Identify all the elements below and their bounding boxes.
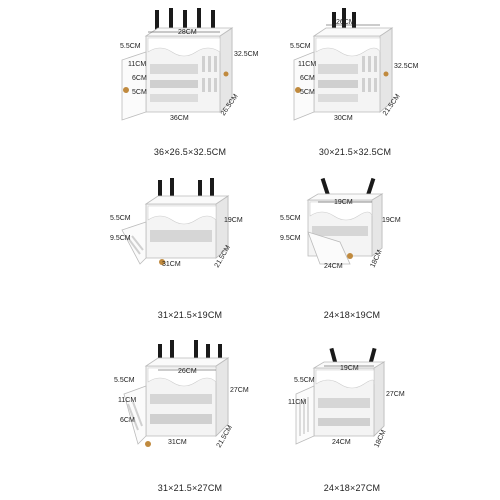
product-2-width-label: 26CM [336,19,355,26]
product-4-caption: 24×18×19CM [323,310,381,320]
product-4-image: 19CM 19CM 18CM 24CM 5.5CM 9.5CM [280,172,430,272]
product-4-compartment-2: 9.5CM [280,235,301,242]
product-6-caption: 24×18×27CM [323,483,381,493]
product-3-base-label: 31CM [162,261,181,268]
product-6-image: 19CM 27CM 18CM 24CM 5.5CM 11CM [280,340,430,450]
product-1-height-label: 32.5CM [234,51,259,58]
product-4-base-label: 24CM [324,263,343,270]
product-2-base-label: 30CM [334,115,353,122]
product-1-base-label: 36CM [170,115,189,122]
product-2-caption: 30×21.5×32.5CM [318,147,392,157]
product-3-compartment-2: 9.5CM [110,235,131,242]
product-5-image: 26CM 27CM 21.5CM 31CM 5.5CM 11CM 6CM [108,340,258,450]
product-4-height-label: 19CM [382,217,401,224]
product-1-width-label: 28CM [178,29,197,36]
product-6-base-label: 24CM [332,439,351,446]
product-5-height-label: 27CM [230,387,249,394]
product-3-caption: 31×21.5×19CM [157,310,223,320]
product-3-compartment-1: 5.5CM [110,215,131,222]
product-6-compartment-2: 11CM [288,399,306,406]
product-6-height-label: 27CM [386,391,405,398]
product-5-compartment-3: 6CM [120,417,135,424]
product-4-width-label: 19CM [334,199,353,206]
product-3-height-label: 19CM [224,217,243,224]
product-1-compartment-1: 5.5CM [120,43,141,50]
product-5-base-label: 31CM [168,439,187,446]
product-2-compartment-2: 11CM [298,61,316,68]
product-5-width-label: 26CM [178,368,197,375]
product-2-compartment-3: 6CM [300,75,315,82]
product-4-compartment-1: 5.5CM [280,215,301,222]
product-2-compartment-4: 5CM [300,89,315,96]
product-2-height-label: 32.5CM [394,63,419,70]
product-3-image: 19CM 21.5CM 31CM 5.5CM 9.5CM [108,178,258,278]
product-1-caption: 36×26.5×32.5CM [153,147,227,157]
product-1-image: 28CM 32.5CM 26.5CM 36CM 5.5CM 11CM 6CM 5… [108,8,259,133]
product-6-compartment-1: 5.5CM [294,377,315,384]
product-6-width-label: 19CM [340,365,359,372]
product-1-compartment-3: 6CM [132,75,147,82]
product-1-compartment-4: 5CM [132,89,147,96]
product-2-compartment-1: 5.5CM [290,43,311,50]
product-2-image: 26CM 32.5CM 21.5CM 30CM 5.5CM 11CM 6CM 5… [280,8,430,133]
product-5-compartment-1: 5.5CM [114,377,135,384]
product-5-compartment-2: 11CM [118,397,136,404]
product-1-compartment-2: 11CM [128,61,146,68]
product-5-caption: 31×21.5×27CM [157,483,223,493]
